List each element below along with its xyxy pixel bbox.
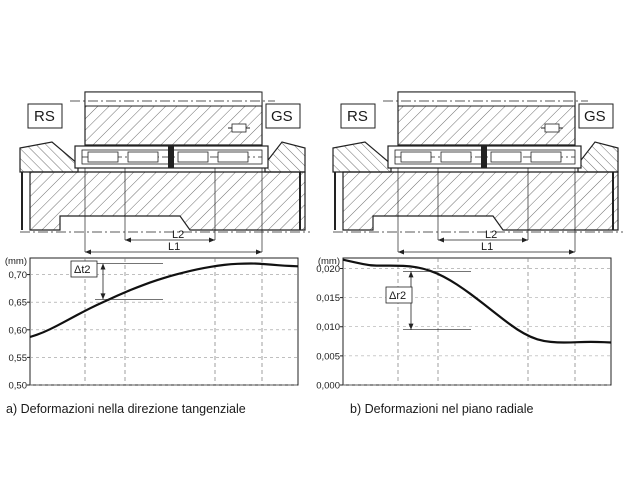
- y-tick-label: 0,005: [316, 351, 340, 362]
- rs-box: [340, 103, 376, 129]
- dimension-l1-label: L1: [168, 241, 180, 253]
- gs-box: [265, 103, 301, 129]
- gs-label: GS: [271, 108, 293, 125]
- assembly-drawing-right: L2 L1 RS GS: [332, 91, 623, 255]
- y-tick-label: 0,000: [316, 381, 340, 392]
- chart-caption: b) Deformazioni nel piano radiale: [350, 402, 533, 416]
- delta-label: Δt2: [74, 264, 91, 276]
- series-line: [29, 262, 299, 339]
- gs-label: GS: [584, 108, 606, 125]
- gs-box: [578, 103, 614, 129]
- delta-label-box: [385, 286, 413, 304]
- delta-arrowheads: [408, 271, 414, 330]
- chart-caption: a) Deformazioni nella direzione tangenzi…: [6, 402, 246, 416]
- y-tick-label: 0,015: [316, 293, 340, 304]
- y-tick-label: 0,50: [9, 381, 28, 392]
- chart-radial-deformation: 0,000 0,005 0,010 0,015 0,020(mm) Δr2 b) Defor…: [316, 256, 612, 416]
- chart-tangential-deformation: 0,50 0,55 0,60 0,65 0,70 (mm) Δt2 a) Deformazio…: [5, 256, 299, 416]
- y-tick-label: 0,010: [316, 322, 340, 333]
- dimension-l2-label: L2: [172, 229, 184, 241]
- y-axis-unit-label: (mm): [5, 256, 27, 267]
- center-screw: [168, 146, 174, 168]
- plot-frame: [342, 257, 612, 386]
- assembly-drawing-left: L2 L1 RS GS: [19, 91, 310, 255]
- delta-label: Δr2: [389, 290, 406, 302]
- y-tick-label: 0,55: [9, 353, 28, 364]
- y-tick-label: 0,65: [9, 298, 28, 309]
- y-axis-unit-label: (mm): [318, 256, 340, 267]
- y-tick-label: 0,60: [9, 325, 28, 336]
- dimension-l1-label: L1: [481, 241, 493, 253]
- rs-label: RS: [34, 108, 55, 125]
- right-collar: [264, 141, 306, 173]
- left-collar: [19, 141, 79, 173]
- y-tick-label: 0,020: [316, 264, 340, 275]
- rs-box: [27, 103, 63, 129]
- delta-label-box: [70, 260, 98, 278]
- shaft: [29, 171, 306, 231]
- dimension-l2-label: L2: [485, 229, 497, 241]
- housing-top-band: [84, 91, 263, 107]
- y-tick-label: 0,70: [9, 270, 28, 281]
- rs-label: RS: [347, 108, 368, 125]
- series-line: [342, 258, 612, 344]
